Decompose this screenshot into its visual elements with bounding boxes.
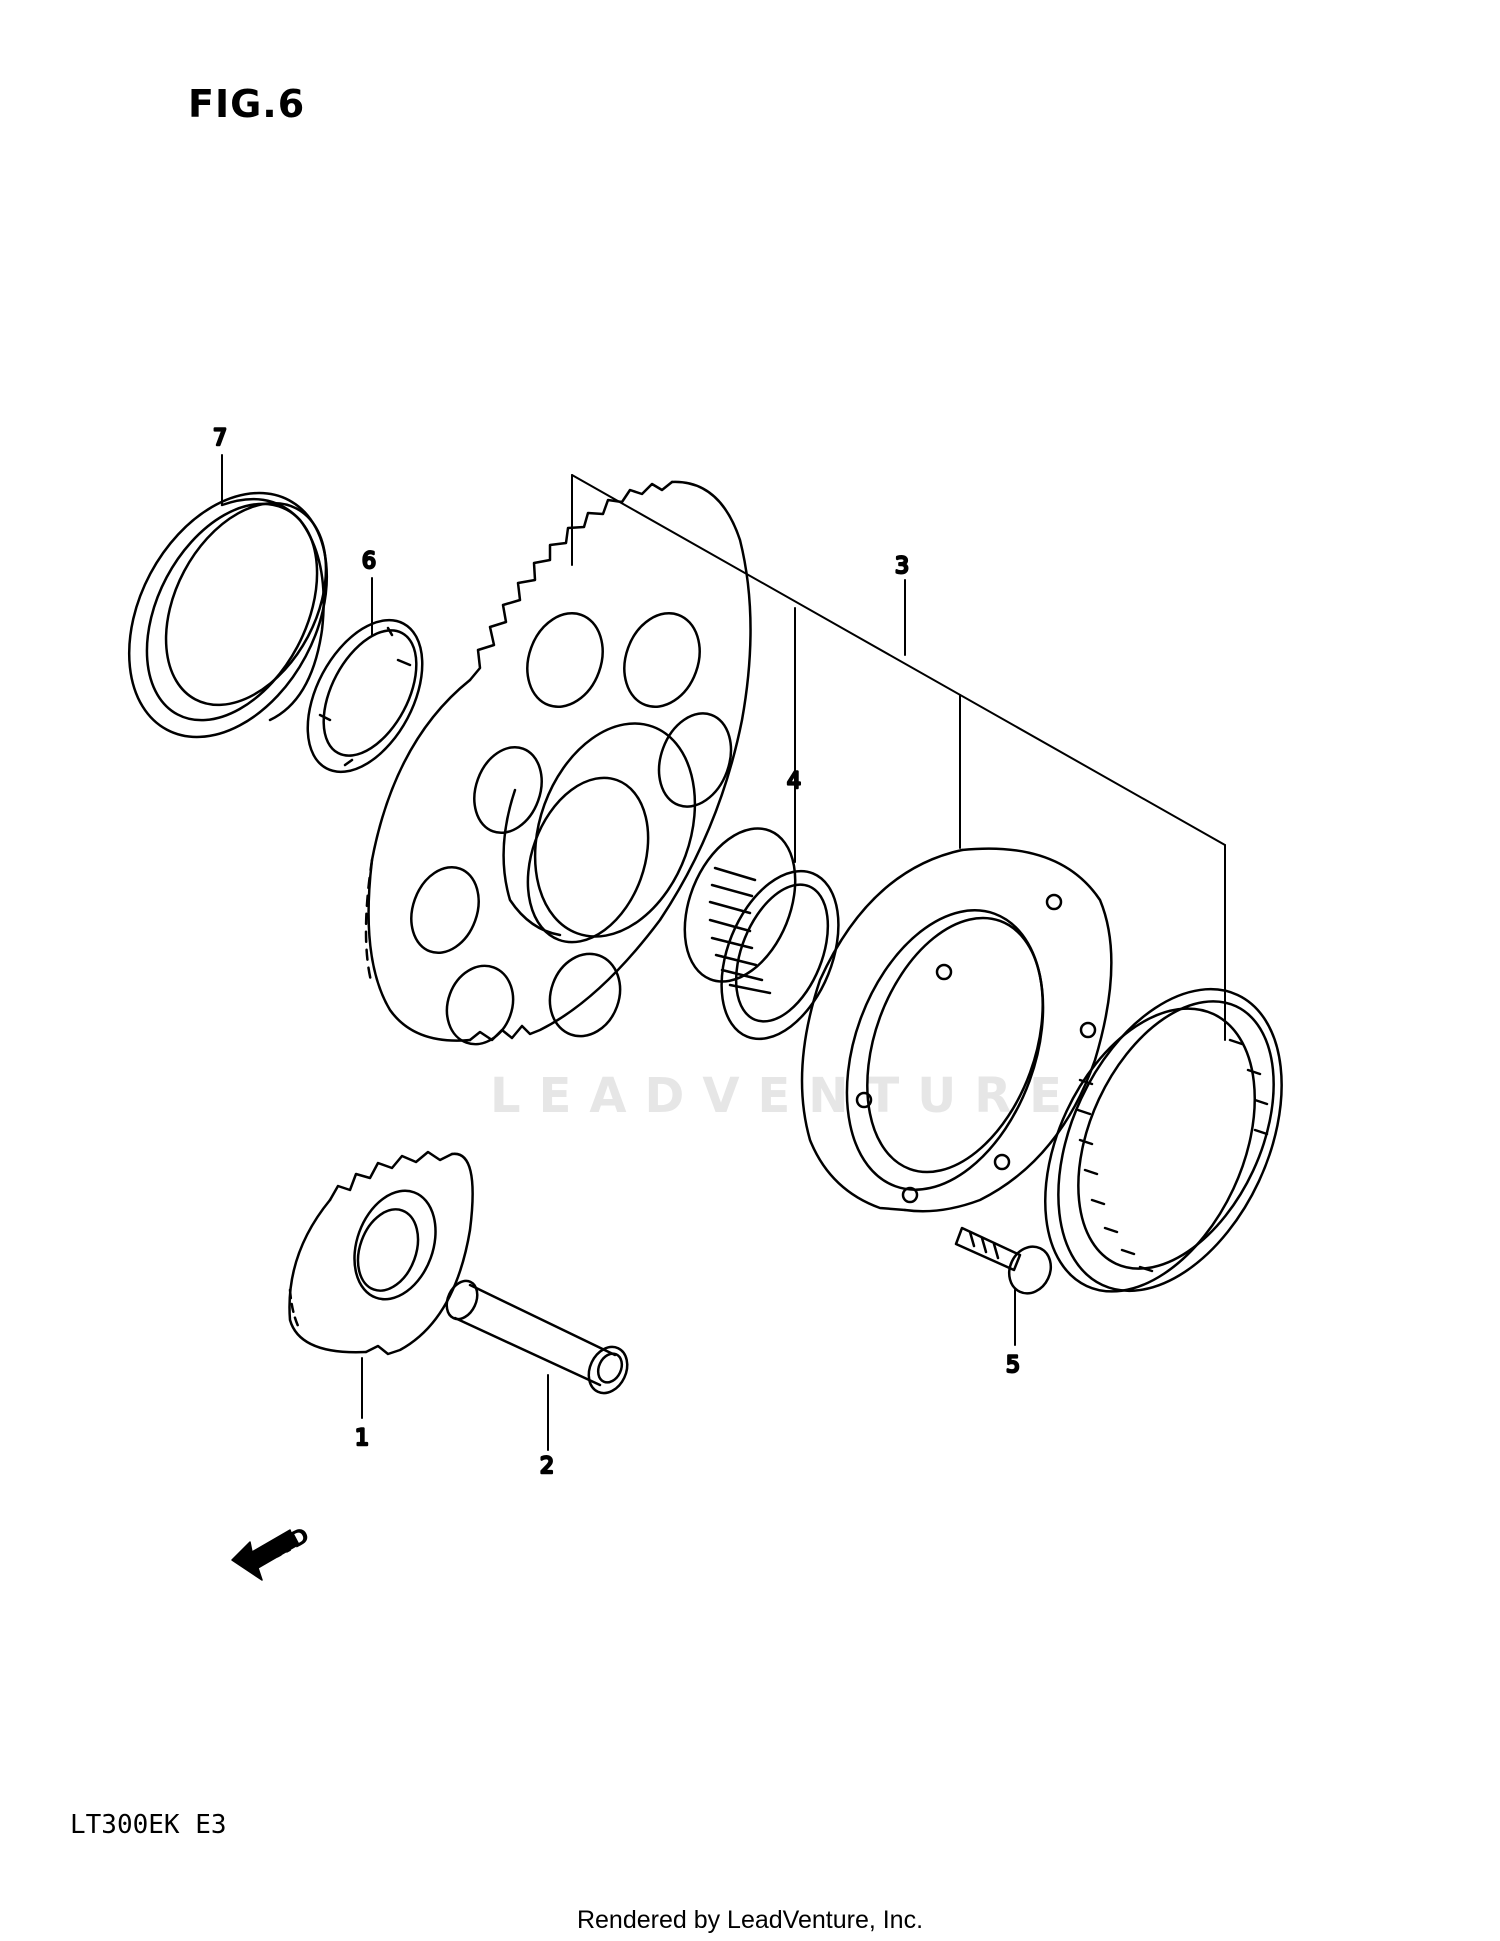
- part-7-seal-ring[interactable]: [89, 459, 366, 771]
- part-5-bolt[interactable]: [954, 1226, 1058, 1300]
- model-code: LT300EK E3: [70, 1810, 227, 1840]
- starter-clutch-housing[interactable]: [800, 847, 1113, 1217]
- watermark: LEADVENTURE: [490, 1068, 1080, 1124]
- footer-credit: Rendered by LeadVenture, Inc.: [576, 1906, 924, 1934]
- forward-arrow-icon: FWD: [231, 1523, 314, 1581]
- one-way-clutch-ring[interactable]: [1003, 954, 1326, 1327]
- starter-driven-gear[interactable]: [364, 480, 752, 1054]
- part-6-washer[interactable]: [284, 601, 446, 791]
- callout-2: 2: [540, 1454, 554, 1479]
- callout-4: 4: [787, 769, 801, 794]
- callout-5: 5: [1006, 1353, 1020, 1378]
- figure-title: FIG.6: [188, 82, 306, 126]
- part-4-needle-bearing[interactable]: [664, 812, 862, 1056]
- leader-lines: [221, 454, 1226, 1451]
- part-1-idle-gear[interactable]: [288, 1150, 474, 1356]
- callout-3: 3: [895, 554, 909, 579]
- part-2-shaft[interactable]: [441, 1276, 635, 1399]
- callout-7: 7: [213, 426, 227, 451]
- callout-1: 1: [355, 1426, 369, 1451]
- direction-label: FWD: [251, 1523, 314, 1572]
- callout-6: 6: [362, 549, 376, 574]
